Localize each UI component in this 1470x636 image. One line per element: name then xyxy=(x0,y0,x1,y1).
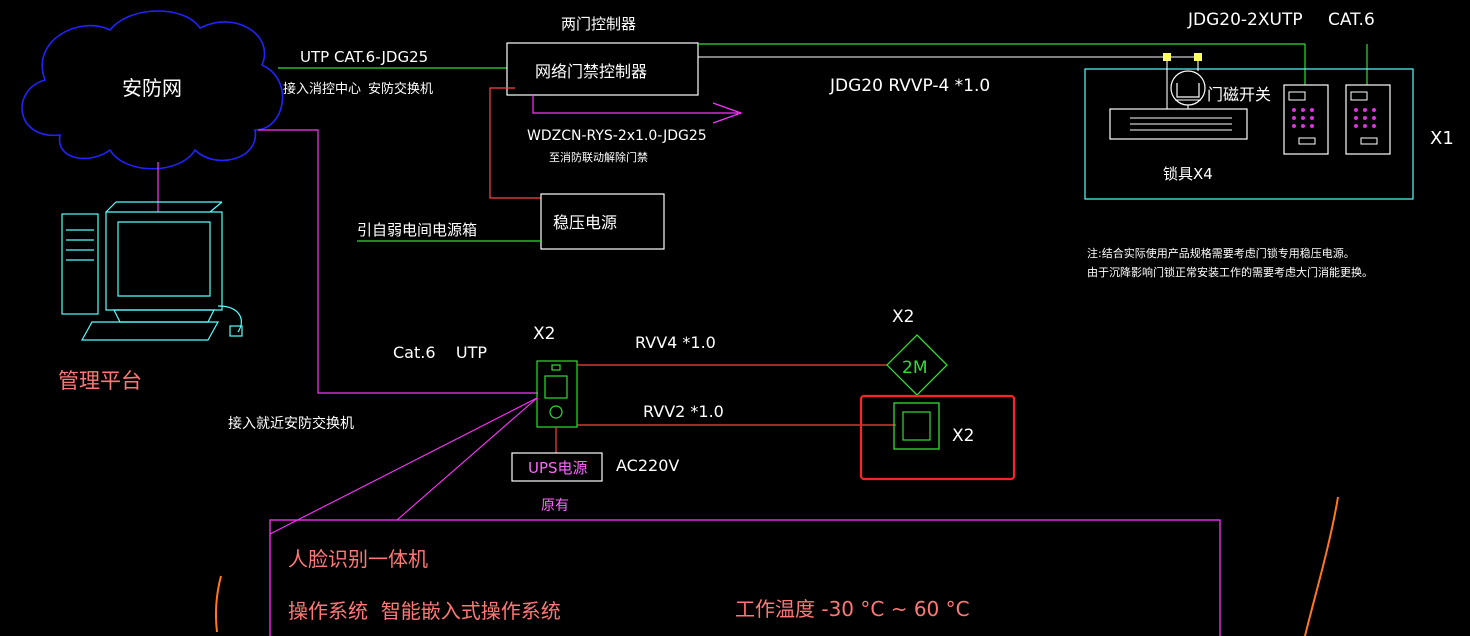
lock-x4-label: 锁具X4 xyxy=(1163,165,1213,183)
x2-button-label: X2 xyxy=(952,426,974,446)
fire-linkage-label: 至消防联动解除门禁 xyxy=(549,150,648,164)
security-switch-label: 安防交换机 xyxy=(368,81,433,97)
leader-line-2 xyxy=(396,397,538,521)
line-fire-linkage xyxy=(532,95,738,114)
x1-label: X1 xyxy=(1430,128,1454,149)
ups-box xyxy=(511,452,603,482)
line-controller-to-power xyxy=(489,87,541,199)
network-controller-box xyxy=(506,42,699,96)
ups-label: UPS电源 xyxy=(528,459,588,477)
temp-line: 工作温度 -30 °C ~ 60 °C xyxy=(735,597,970,621)
computer-icon xyxy=(61,201,243,341)
door-x1-box xyxy=(1084,68,1414,200)
junction-dot-1 xyxy=(1163,53,1171,61)
line-cloud-to-reader xyxy=(258,129,538,394)
card-reader-2-icon xyxy=(1345,84,1391,155)
two-door-controller-label: 两门控制器 xyxy=(561,15,636,33)
cat6-top-label: CAT.6 xyxy=(1328,10,1375,30)
highlight-box xyxy=(859,394,1016,481)
network-controller-label: 网络门禁控制器 xyxy=(535,62,647,81)
face-terminal-title: 人脸识别一体机 xyxy=(288,547,428,571)
rvv2-label: RVV2 *1.0 xyxy=(643,402,724,421)
existing-label: 原有 xyxy=(541,498,569,514)
stabilized-power-box xyxy=(540,193,665,250)
nearby-switch-label: 接入就近安防交换机 xyxy=(228,415,354,432)
note-line-2: 由于沉降影响门锁正常安装工作的需要考虑大门消能更换。 xyxy=(1087,265,1373,279)
door-magnet-label: 门磁开关 xyxy=(1207,85,1271,104)
cloud-shape xyxy=(21,10,284,170)
weak-power-box-label: 引自弱电间电源箱 xyxy=(357,221,477,239)
cloud-label: 安防网 xyxy=(122,76,182,100)
management-platform-label: 管理平台 xyxy=(58,369,142,393)
orange-stroke-left xyxy=(215,575,222,633)
door-lock-icon xyxy=(1109,108,1248,140)
lock-2m-label: 2M xyxy=(902,358,927,378)
fire-linkage-arrowhead xyxy=(712,102,743,124)
junction-dot-2 xyxy=(1194,53,1202,61)
ac220v-label: AC220V xyxy=(616,456,679,475)
note-line-1: 注:结合实际使用产品规格需要考虑门锁专用稳压电源。 xyxy=(1087,246,1355,260)
stabilized-power-label: 稳压电源 xyxy=(553,213,617,232)
x2-lock-label: X2 xyxy=(892,307,914,327)
card-reader-1-icon xyxy=(1283,84,1329,155)
jdg20-rvvp-label: JDG20 RVVP-4 *1.0 xyxy=(829,76,990,96)
orange-stroke-right xyxy=(1304,496,1339,636)
exit-button-inner xyxy=(902,411,931,441)
utp-cat6-jdg25-label: UTP CAT.6-JDG25 xyxy=(300,48,428,66)
door-magnet-icon xyxy=(1170,70,1206,106)
connect-fire-center-label: 接入消控中心 xyxy=(283,81,361,97)
exit-button-outer xyxy=(893,402,940,450)
jdg20-2xutp-label: JDG20-2XUTP xyxy=(1187,10,1303,30)
rvv4-label: RVV4 *1.0 xyxy=(635,333,716,352)
face-terminal-box xyxy=(269,519,1221,636)
os-line: 操作系统 智能嵌入式操作系统 xyxy=(288,599,561,623)
face-reader-icon xyxy=(536,360,578,428)
cat6-utp-label: Cat.6 UTP xyxy=(393,343,487,362)
wdzcn-label: WDZCN-RYS-2x1.0-JDG25 xyxy=(527,128,707,144)
leader-line-1 xyxy=(269,397,538,535)
x2-reader-label: X2 xyxy=(533,324,555,344)
